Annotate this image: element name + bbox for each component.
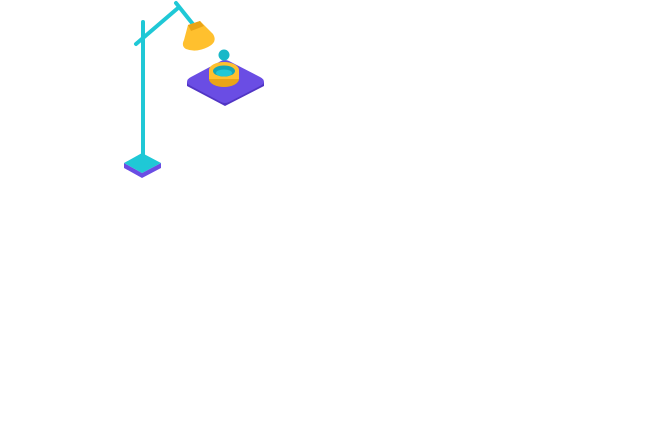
floor-lamp-base-side	[124, 163, 161, 178]
floor-lamp-shade-top	[188, 21, 204, 31]
floor-lamp-icon	[124, 1, 215, 178]
desk-lamp-icon	[187, 49, 264, 106]
floor-lamp-arm-lower	[134, 6, 180, 46]
desk-lamp-ball	[218, 49, 230, 61]
desk-lamp-base-side	[187, 82, 264, 106]
desk-lamp-bowl-inner-light	[216, 69, 232, 77]
